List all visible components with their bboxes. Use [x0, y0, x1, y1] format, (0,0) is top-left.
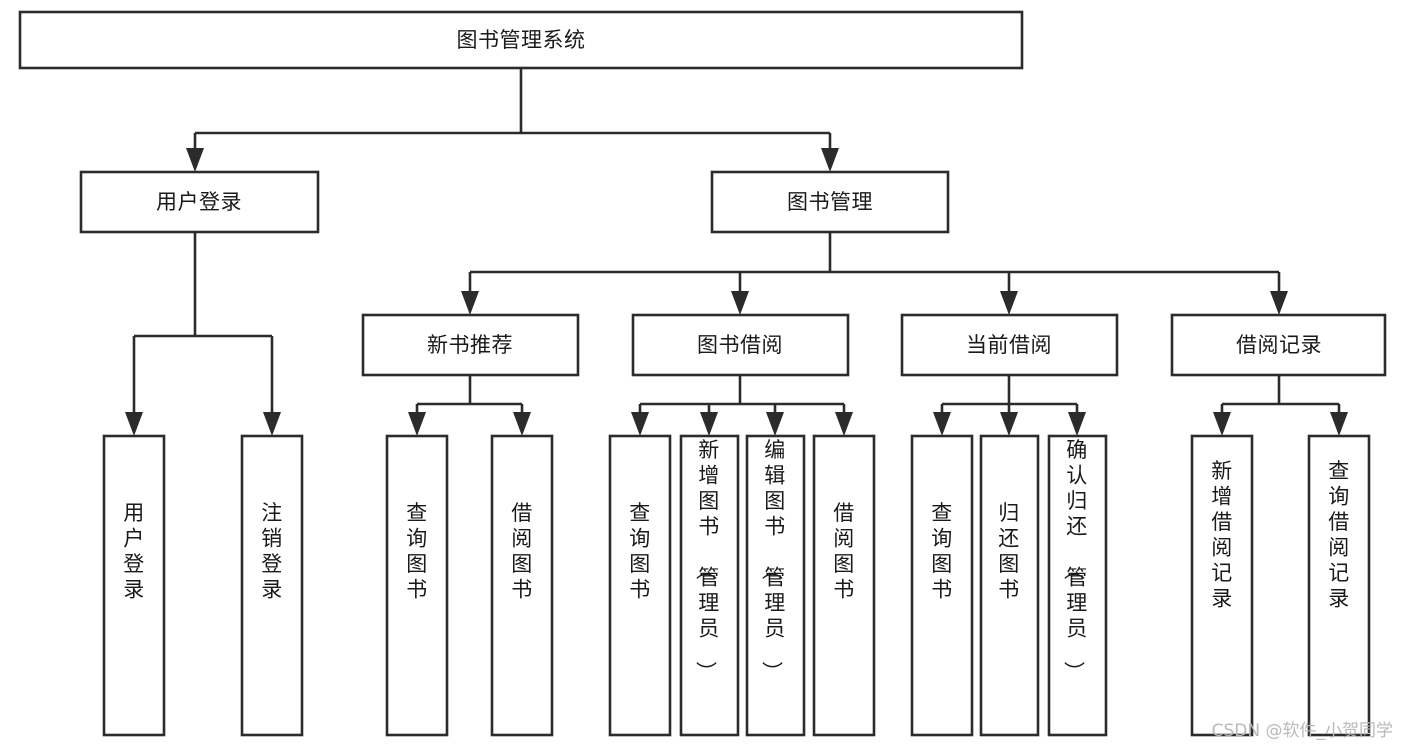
leaf-label-edit-book-admin: 编辑图书（管理员）: [759, 438, 786, 683]
arrow-head-current-borrow: [1000, 291, 1018, 315]
connector-group-book-manage: [461, 232, 1288, 315]
leaf-box[interactable]: [812, 434, 876, 737]
node-borrow-record[interactable]: 借阅记录: [1170, 313, 1387, 377]
arrow-head-leaf-bb-0: [631, 412, 649, 436]
arrow-head-leaf-cb-2: [1068, 412, 1086, 436]
node-borrow-record-label: 借阅记录: [1236, 333, 1322, 357]
node-root-system[interactable]: 图书管理系统: [18, 10, 1024, 70]
leaf-box[interactable]: [240, 434, 304, 737]
arrow-head-leaf-nbr-0: [408, 412, 426, 436]
leaf-label-query-book: 查询图书: [931, 501, 953, 602]
leaf-box[interactable]: [1307, 434, 1371, 737]
leaf-box[interactable]: [745, 434, 806, 737]
leaf-node-bb-query-book[interactable]: 查询图书: [608, 434, 672, 737]
csdn-watermark: CSDN @软件_小贺同学: [1211, 721, 1393, 741]
arrow-head-leaf-nbr-1: [513, 412, 531, 436]
leaf-node-cb-query-book[interactable]: 查询图书: [910, 434, 974, 737]
arrow-head-leaf-bb-3: [835, 412, 853, 436]
leaf-node-bb-add-book[interactable]: 新增图书（管理员）: [679, 434, 740, 737]
arrow-head-new-book-recommend: [461, 291, 479, 315]
leaf-box[interactable]: [490, 434, 554, 737]
node-book-manage[interactable]: 图书管理: [710, 170, 950, 234]
arrow-head-user-login: [186, 148, 204, 172]
arrow-head-leaf-user-login-0: [125, 412, 143, 436]
arrow-head-book-borrow: [731, 291, 749, 315]
leaf-node-br-query-record[interactable]: 查询借阅记录: [1307, 434, 1371, 737]
leaf-label-add-borrow-record: 新增借阅记录: [1211, 459, 1233, 611]
arrow-head-leaf-br-1: [1330, 412, 1348, 436]
leaf-label-user-login: 用户登录: [123, 501, 145, 602]
leaf-label-logout: 注销登录: [261, 501, 283, 602]
node-book-manage-label: 图书管理: [787, 190, 873, 214]
node-book-manage-box[interactable]: [710, 170, 950, 234]
leaf-box[interactable]: [679, 434, 740, 737]
arrow-head-leaf-cb-0: [933, 412, 951, 436]
leaf-box[interactable]: [979, 434, 1040, 737]
arrow-head-leaf-br-0: [1213, 412, 1231, 436]
connector-group-new-book-recommend: [408, 375, 531, 436]
arrow-head-book-manage: [821, 148, 839, 172]
connector-group-user-login: [125, 232, 281, 436]
node-user-login-box[interactable]: [79, 170, 320, 234]
leaf-box[interactable]: [910, 434, 974, 737]
leaf-label-borrow-book: 借阅图书: [511, 501, 533, 602]
leaf-node-br-add-record[interactable]: 新增借阅记录: [1190, 434, 1254, 737]
node-book-borrow-box[interactable]: [631, 313, 850, 377]
node-current-borrow-label: 当前借阅: [966, 333, 1052, 357]
connector-group-current-borrow: [933, 375, 1086, 436]
arrow-head-leaf-user-login-1: [263, 412, 281, 436]
node-root-box[interactable]: [18, 10, 1024, 70]
leaf-box[interactable]: [608, 434, 672, 737]
leaf-box[interactable]: [1190, 434, 1254, 737]
leaf-node-cb-confirm-return[interactable]: 确认归还（管理员）: [1047, 434, 1108, 737]
node-user-login-label: 用户登录: [156, 190, 242, 214]
leaf-box[interactable]: [385, 434, 449, 737]
leaf-label-add-book-admin: 新增图书（管理员）: [693, 438, 720, 683]
node-book-borrow-label: 图书借阅: [697, 333, 783, 357]
leaf-node-cb-return-book[interactable]: 归还图书: [979, 434, 1040, 737]
leaf-node-nbr-borrow-book[interactable]: 借阅图书: [490, 434, 554, 737]
arrow-head-leaf-cb-1: [1000, 412, 1018, 436]
leaf-label-confirm-return-admin: 确认归还（管理员）: [1061, 438, 1088, 683]
leaf-node-user-login-logout[interactable]: 注销登录: [240, 434, 304, 737]
node-new-book-recommend-label: 新书推荐: [427, 333, 513, 357]
leaf-label-borrow-book: 借阅图书: [833, 501, 855, 602]
leaf-node-nbr-query-book[interactable]: 查询图书: [385, 434, 449, 737]
leaf-node-bb-borrow-book[interactable]: 借阅图书: [812, 434, 876, 737]
leaf-label-query-book: 查询图书: [406, 501, 428, 602]
node-borrow-record-box[interactable]: [1170, 313, 1387, 377]
node-root-label: 图书管理系统: [457, 28, 586, 52]
leaf-label-return-book: 归还图书: [998, 501, 1020, 602]
node-current-borrow[interactable]: 当前借阅: [900, 313, 1119, 377]
arrow-head-leaf-bb-1: [700, 412, 718, 436]
leaf-box[interactable]: [102, 434, 166, 737]
node-book-borrow[interactable]: 图书借阅: [631, 313, 850, 377]
node-user-login[interactable]: 用户登录: [79, 170, 320, 234]
connector-group-root: [186, 68, 839, 172]
arrow-head-leaf-bb-2: [766, 412, 784, 436]
node-new-book-recommend-box[interactable]: [361, 313, 580, 377]
leaf-node-bb-edit-book[interactable]: 编辑图书（管理员）: [745, 434, 806, 737]
node-new-book-recommend[interactable]: 新书推荐: [361, 313, 580, 377]
leaf-label-query-borrow-record: 查询借阅记录: [1328, 459, 1350, 611]
connector-group-book-borrow: [631, 375, 853, 436]
connector-group-borrow-record: [1213, 375, 1348, 436]
leaf-node-user-login-login[interactable]: 用户登录: [102, 434, 166, 737]
leaf-label-query-book: 查询图书: [629, 501, 651, 602]
node-current-borrow-box[interactable]: [900, 313, 1119, 377]
arrow-head-borrow-record: [1270, 291, 1288, 315]
leaf-box[interactable]: [1047, 434, 1108, 737]
